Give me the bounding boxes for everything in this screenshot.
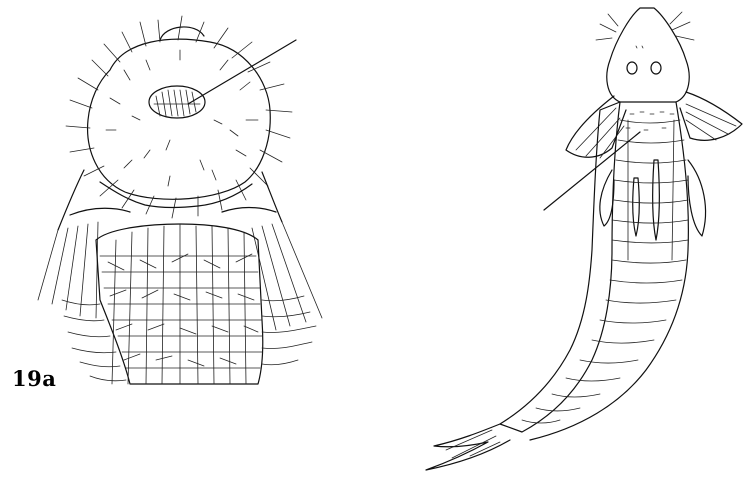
left-pectoral-rays [38, 222, 98, 318]
left-gill-line [70, 208, 130, 215]
oral-disc-outline [88, 39, 271, 199]
lateral-plate-rows [522, 120, 688, 423]
right-gill-line [222, 208, 276, 213]
fish-body-outline [500, 102, 688, 440]
caudal-fin [426, 424, 510, 470]
mouth-disc-drawing [38, 16, 322, 384]
right-pectoral-rays [252, 222, 322, 330]
lower-lip-edge [100, 182, 252, 207]
whole-fish-drawing [426, 8, 742, 470]
right-head-edge [262, 172, 282, 222]
left-eye [627, 62, 637, 74]
left-head-edge [58, 170, 84, 230]
belly-scale-mesh [100, 224, 262, 384]
right-pectoral-fin [680, 92, 742, 140]
head-cirri [596, 12, 694, 40]
nostrils [636, 46, 643, 48]
figure-label: 19a [12, 366, 56, 391]
ventral-slit-2 [633, 178, 640, 236]
plate-pointer-line [544, 132, 640, 210]
ventral-slit [653, 160, 660, 240]
disc-papillae [66, 16, 292, 218]
right-eye [651, 62, 661, 74]
chest-texture [626, 112, 674, 130]
teeth-patch [149, 86, 205, 118]
fish-head-outline [607, 8, 689, 102]
right-pelvic-fin [688, 160, 706, 236]
